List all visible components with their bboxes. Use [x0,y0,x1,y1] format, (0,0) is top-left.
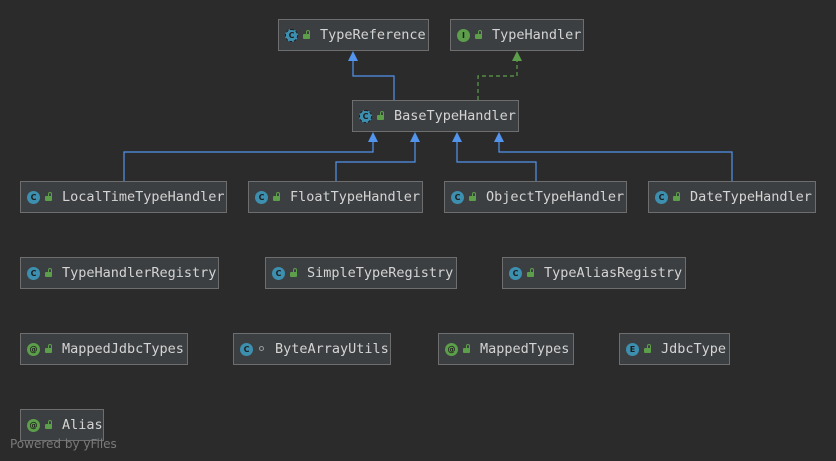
public-lock-icon [643,344,653,354]
class-icon: C [240,342,253,356]
public-lock-icon [289,268,299,278]
node-simple-type-registry[interactable]: C SimpleTypeRegistry [265,257,457,289]
node-base-type-handler[interactable]: C BaseTypeHandler [352,100,519,132]
extends-arrowhead [348,51,358,61]
edge-layer [123,51,733,181]
node-mapped-types[interactable]: @ MappedTypes [438,333,574,365]
extends-edge [352,60,395,100]
interface-icon: I [457,28,470,42]
extends-edge [335,141,416,181]
public-lock-icon [44,268,54,278]
extends-arrowhead [494,132,504,142]
public-lock-icon [302,30,312,40]
node-type-alias-registry[interactable]: C TypeAliasRegistry [502,257,686,289]
class-icon: C [255,190,268,204]
public-lock-icon [44,420,54,430]
public-lock-icon [672,192,682,202]
node-date-type-handler[interactable]: C DateTypeHandler [648,181,816,213]
node-label: FloatTypeHandler [290,189,421,205]
node-label: TypeHandlerRegistry [62,265,217,281]
node-type-reference[interactable]: C TypeReference [278,19,429,51]
public-lock-icon [474,30,484,40]
node-jdbc-type[interactable]: E JdbcType [619,333,730,365]
abstract-class-icon: C [285,28,298,42]
extends-arrowhead [410,132,420,142]
extends-edge [498,141,733,181]
implements-edge [477,60,518,100]
node-label: Alias [62,417,103,433]
package-private-icon [257,344,267,354]
enum-icon: E [626,342,639,356]
public-lock-icon [462,344,472,354]
node-label: TypeReference [320,27,426,43]
extends-edge [456,141,537,181]
node-label: DateTypeHandler [690,189,812,205]
class-icon: C [27,266,40,280]
node-type-handler[interactable]: I TypeHandler [450,19,584,51]
public-lock-icon [526,268,536,278]
node-float-type-handler[interactable]: C FloatTypeHandler [248,181,423,213]
extends-arrowhead [452,132,462,142]
node-label: ObjectTypeHandler [486,189,625,205]
class-icon: C [451,190,464,204]
node-label: MappedJdbcTypes [62,341,184,357]
node-label: ByteArrayUtils [275,341,389,357]
extends-edge [123,141,374,181]
node-local-time-type-handler[interactable]: C LocalTimeTypeHandler [20,181,227,213]
node-label: TypeAliasRegistry [544,265,683,281]
class-icon: C [509,266,522,280]
node-byte-array-utils[interactable]: C ByteArrayUtils [233,333,391,365]
public-lock-icon [468,192,478,202]
public-lock-icon [376,111,386,121]
node-alias[interactable]: @ Alias [20,409,104,441]
class-icon: C [655,190,668,204]
node-type-handler-registry[interactable]: C TypeHandlerRegistry [20,257,219,289]
annotation-icon: @ [27,342,40,356]
class-icon: C [272,266,285,280]
public-lock-icon [44,344,54,354]
abstract-class-icon: C [359,109,372,123]
node-label: SimpleTypeRegistry [307,265,454,281]
extends-arrowhead [368,132,378,142]
node-object-type-handler[interactable]: C ObjectTypeHandler [444,181,627,213]
node-label: JdbcType [661,341,727,357]
implements-arrowhead [512,51,522,61]
node-label: MappedTypes [480,341,570,357]
node-label: BaseTypeHandler [394,108,516,124]
annotation-icon: @ [445,342,458,356]
node-label: LocalTimeTypeHandler [62,189,225,205]
annotation-icon: @ [27,418,40,432]
node-mapped-jdbc-types[interactable]: @ MappedJdbcTypes [20,333,188,365]
node-label: TypeHandler [492,27,582,43]
class-icon: C [27,190,40,204]
public-lock-icon [44,192,54,202]
public-lock-icon [272,192,282,202]
powered-by-footer: Powered by yFiles [10,437,117,451]
